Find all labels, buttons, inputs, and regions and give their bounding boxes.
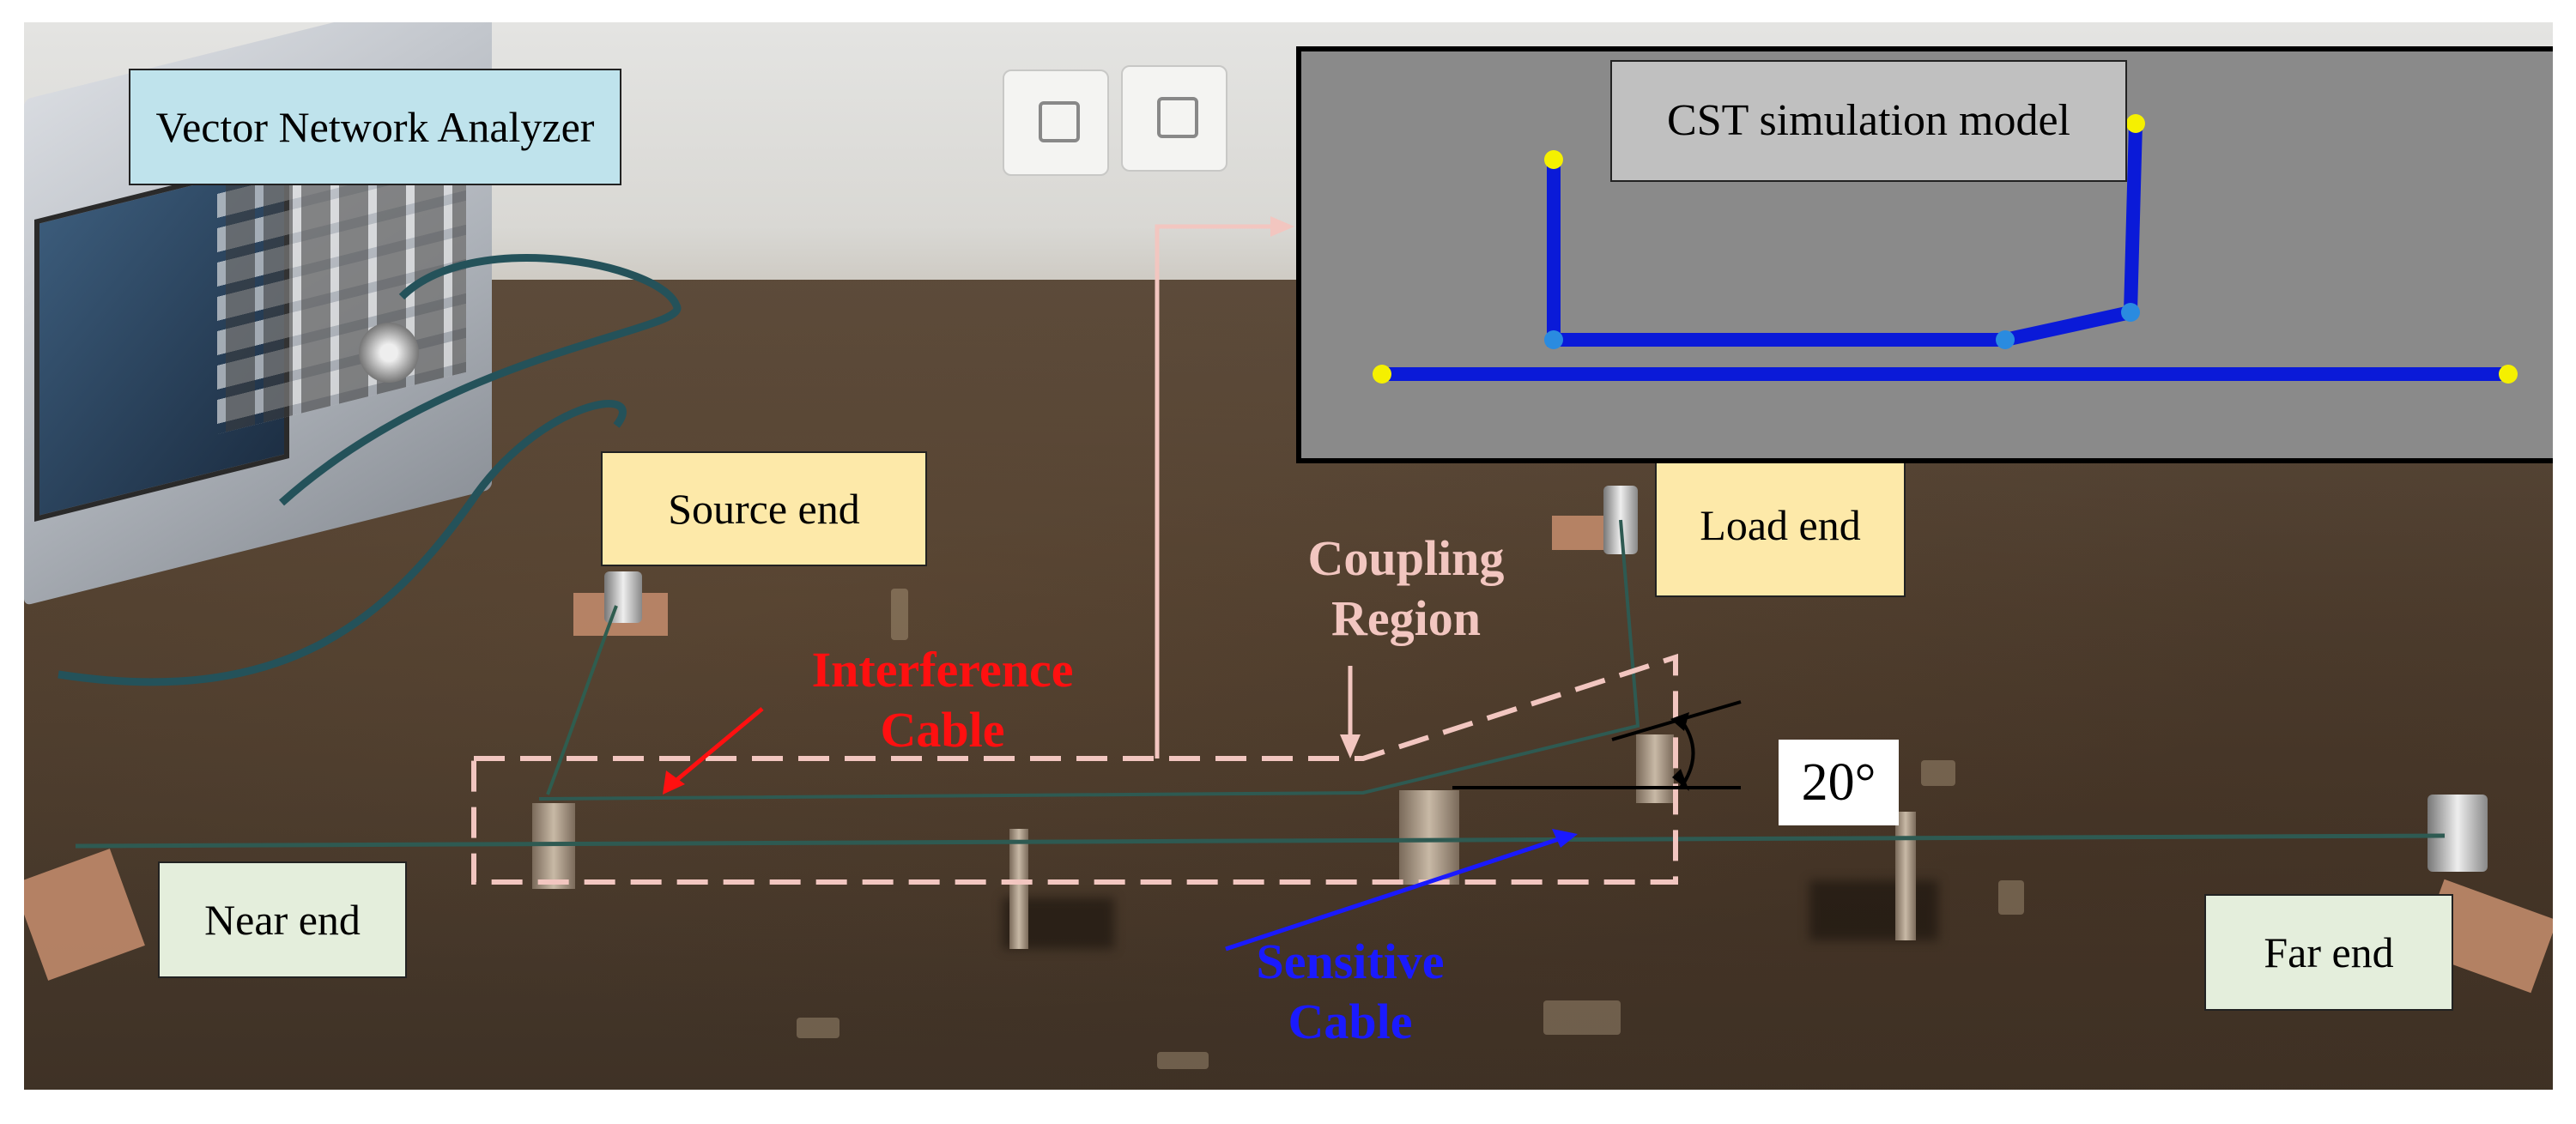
far-end-label: Far end xyxy=(2204,894,2453,1011)
cst-port-icon xyxy=(2126,114,2145,133)
sensitive-cable-label: Sensitive Cable xyxy=(1256,934,1445,1049)
near-end-label: Near end xyxy=(158,861,407,978)
coupling-region-label: Coupling Region xyxy=(1307,530,1505,646)
cst-node-icon xyxy=(2121,303,2140,322)
interference-cable-label: Interference Cable xyxy=(811,642,1074,758)
cst-node-icon xyxy=(1996,330,2015,349)
sma-connector-icon xyxy=(604,571,642,623)
cable-support-post-icon xyxy=(1009,829,1028,949)
cst-node-icon xyxy=(1544,330,1563,349)
power-socket-icon xyxy=(1003,69,1109,176)
source-end-label: Source end xyxy=(601,451,927,566)
cable-drawing xyxy=(58,216,2446,952)
cst-model-label: CST simulation model xyxy=(1610,60,2127,182)
experiment-photo: Vector Network Analyzer Source end Load … xyxy=(24,22,2553,1090)
cable-support-post-icon xyxy=(1399,790,1459,885)
cst-port-icon xyxy=(1373,365,1391,384)
cst-simulation-inset: CST simulation model xyxy=(1296,46,2553,463)
cst-port-icon xyxy=(1544,150,1563,169)
cable-support-post-icon xyxy=(1636,734,1674,803)
vna-label: Vector Network Analyzer xyxy=(129,69,621,185)
cst-port-icon xyxy=(2499,365,2518,384)
sma-connector-icon xyxy=(2428,795,2488,872)
power-socket-icon xyxy=(1121,65,1227,172)
cable-support-post-icon xyxy=(1895,812,1916,940)
vna-knob xyxy=(359,323,419,383)
cst-model-drawing xyxy=(1373,114,2518,384)
load-end-label: Load end xyxy=(1655,453,1906,597)
vector-network-analyzer-icon xyxy=(24,22,505,683)
angle-label: 20° xyxy=(1779,740,1899,825)
